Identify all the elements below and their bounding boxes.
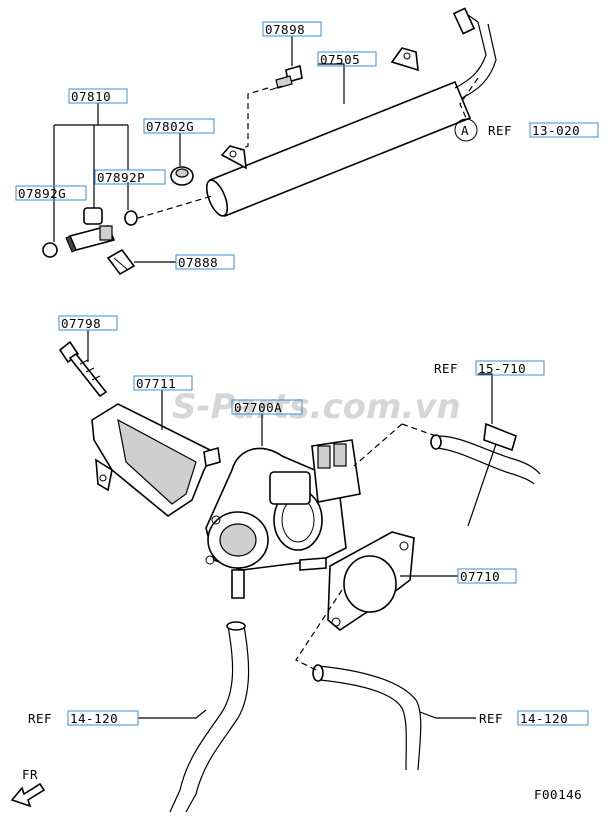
- part-label-07700A[interactable]: 07700A: [234, 400, 282, 415]
- ref-label-14-120-left[interactable]: 14-120: [70, 711, 118, 726]
- o-ring-07892G: [42, 242, 58, 258]
- label-box-07710: [457, 568, 517, 584]
- part-label-07710[interactable]: 07710: [460, 569, 500, 584]
- part-label-07505[interactable]: 07505: [320, 52, 360, 67]
- part-label-07898[interactable]: 07898: [265, 22, 305, 37]
- ref-word-15-710: REF: [434, 361, 458, 376]
- label-box-07888: [175, 254, 235, 270]
- ref-word-14-120-left: REF: [28, 711, 52, 726]
- hose-right-ref-14-120: [312, 664, 422, 771]
- o-ring-07892P: [124, 210, 138, 226]
- part-label-07892G[interactable]: 07892G: [18, 186, 66, 201]
- ref-circle-a: [454, 118, 478, 142]
- hose-ref-15-710: [430, 422, 541, 527]
- label-box-07711: [133, 375, 193, 391]
- ref-label-15-710[interactable]: 15-710: [478, 361, 526, 376]
- ref-label-14-120-right[interactable]: 14-120: [520, 711, 568, 726]
- ref-word-14-120-right: REF: [479, 711, 503, 726]
- fr-label: FR: [22, 767, 38, 782]
- clip-07888: [106, 248, 136, 276]
- leader-lines: [53, 36, 493, 719]
- throttle-body-07700A: [205, 439, 361, 599]
- label-box-ref-15-710: [475, 360, 545, 376]
- label-box-07810: [68, 88, 128, 104]
- label-box-07892P: [94, 169, 166, 185]
- ref-label-13-020[interactable]: 13-020: [532, 123, 580, 138]
- hose-left-ref-14-120: [169, 621, 250, 813]
- injector-07810: [65, 207, 116, 253]
- part-label-07802G[interactable]: 07802G: [146, 119, 194, 134]
- bolt-07798: [58, 340, 108, 398]
- fuel-rail-delivery-pipe: [205, 7, 497, 218]
- label-box-ref-13-020: [529, 122, 599, 138]
- part-label-07810[interactable]: 07810: [71, 89, 111, 104]
- figure-code: F00146: [534, 787, 582, 802]
- label-box-07505: [317, 51, 377, 67]
- ref-word-13-020: REF: [488, 123, 512, 138]
- part-label-07892P[interactable]: 07892P: [97, 170, 145, 185]
- gasket-07710: [327, 531, 415, 631]
- ref-circle-letter: A: [461, 123, 469, 138]
- grommet-07802G: [170, 166, 194, 186]
- label-box-07892G: [15, 185, 87, 201]
- label-box-07798: [58, 315, 118, 331]
- part-label-07798[interactable]: 07798: [61, 316, 101, 331]
- label-box-07898: [262, 21, 322, 37]
- bracket-07711: [91, 403, 221, 517]
- part-label-07888[interactable]: 07888: [178, 255, 218, 270]
- label-box-07700A: [231, 399, 303, 415]
- part-label-07711[interactable]: 07711: [136, 376, 176, 391]
- label-box-07802G: [143, 118, 215, 134]
- label-box-ref-14-120-left: [67, 710, 139, 726]
- bolt-07898: [269, 64, 303, 91]
- front-arrow-icon: [10, 782, 46, 808]
- watermark-text: S-Parts.com.vn: [172, 387, 461, 427]
- label-box-ref-14-120-right: [517, 710, 589, 726]
